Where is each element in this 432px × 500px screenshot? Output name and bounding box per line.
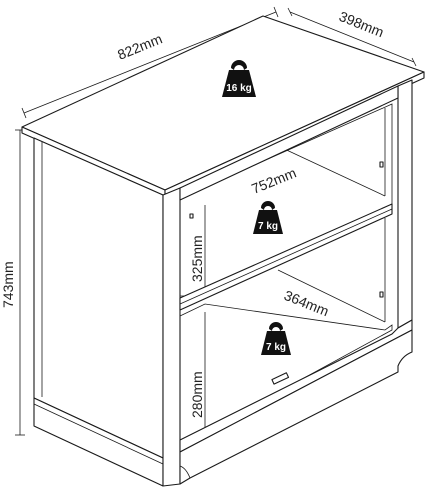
upper-opening-height-label: 325mm <box>189 235 205 282</box>
right-side-panel <box>397 79 413 329</box>
cable-slot <box>271 372 290 385</box>
middle-shelf <box>179 203 393 311</box>
right-plinth <box>179 329 413 485</box>
middle-load-label: 7 kg <box>258 221 278 232</box>
height-label: 743mm <box>0 261 16 308</box>
front-left-stile <box>162 187 181 487</box>
height-dimension-line <box>15 129 25 436</box>
shelf-depth-label: 364mm <box>282 287 331 319</box>
bottom-load-weight-icon: 7 kg <box>261 322 291 355</box>
depth-label: 398mm <box>337 8 386 40</box>
lower-opening-height-label: 280mm <box>189 371 205 418</box>
middle-load-weight-icon: 7 kg <box>253 201 283 234</box>
top-front-rail <box>179 85 399 201</box>
top-load-label: 16 kg <box>226 83 252 94</box>
shelf-width-label: 752mm <box>249 164 298 196</box>
depth-dimension-line <box>287 7 417 67</box>
width-label: 822mm <box>115 30 164 62</box>
top-load-weight-icon: 16 kg <box>222 60 256 97</box>
bottom-front-rail <box>179 319 413 453</box>
bottom-load-label: 7 kg <box>266 342 286 353</box>
